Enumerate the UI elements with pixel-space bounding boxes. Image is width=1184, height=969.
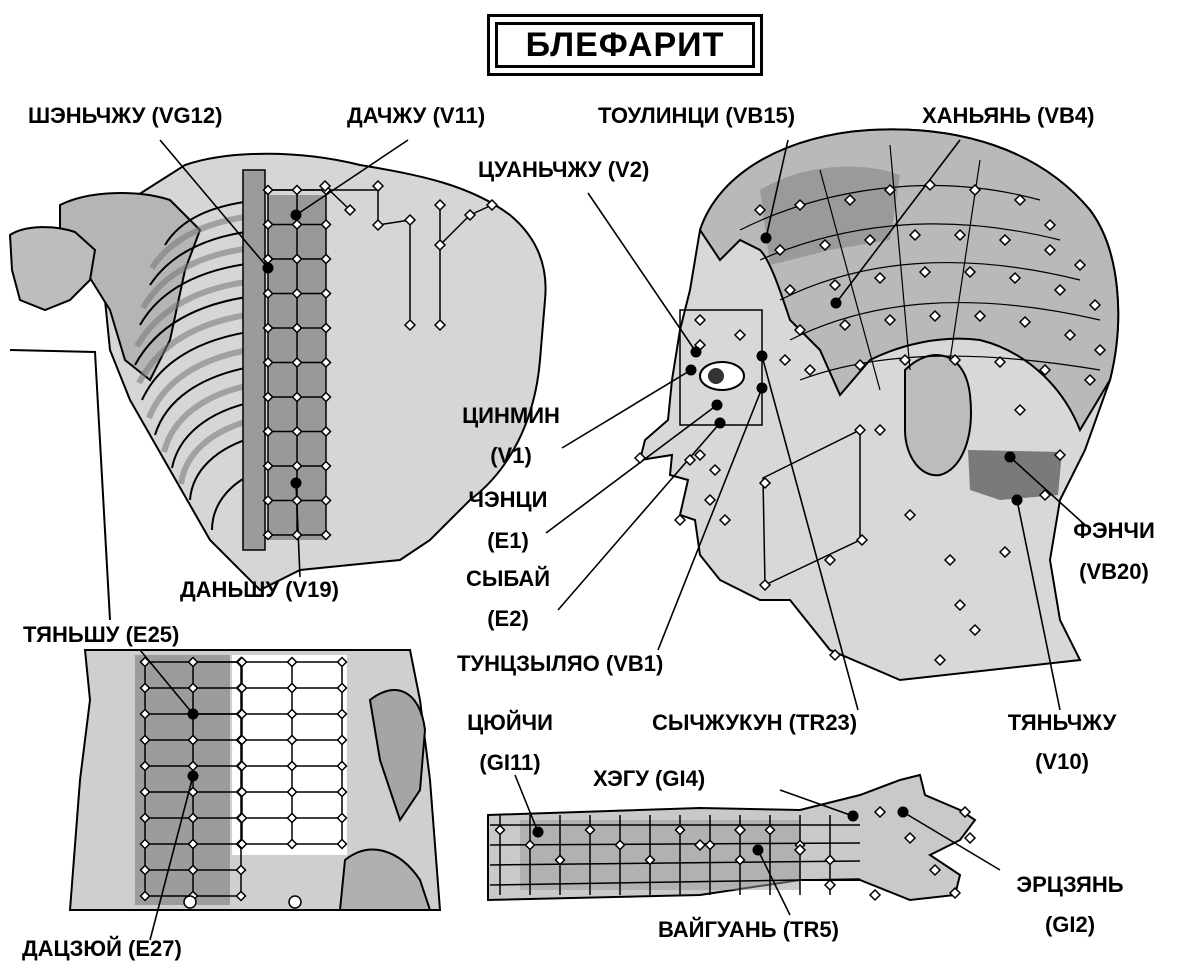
label-khegu: ХЭГУ (GI4) bbox=[593, 766, 705, 792]
label-tyanchzhu-name: ТЯНЬЧЖУ bbox=[987, 710, 1137, 736]
label-dactszyui: ДАЦЗЮЙ (E27) bbox=[22, 936, 182, 962]
label-fenchi-code: (VB20) bbox=[1054, 559, 1174, 585]
khegu-point bbox=[848, 811, 859, 822]
label-sychzhukun: СЫЧЖУКУН (TR23) bbox=[652, 710, 857, 736]
label-danshu: ДАНЬШУ (V19) bbox=[180, 577, 339, 603]
tyanchzhu-point bbox=[1012, 495, 1023, 506]
label-fenchi-name: ФЭНЧИ bbox=[1054, 518, 1174, 544]
label-sybai-name: СЫБАЙ bbox=[463, 566, 553, 592]
label-chentsi-code: (E1) bbox=[463, 528, 553, 554]
label-ertszyan-code: (GI2) bbox=[990, 912, 1150, 938]
minor-point-marker bbox=[870, 890, 880, 900]
tsuanchzhu-point bbox=[691, 347, 702, 358]
fenchi-point bbox=[1005, 452, 1016, 463]
leader-line bbox=[588, 193, 696, 352]
crossed-point-marker bbox=[289, 896, 301, 908]
minor-point-marker bbox=[825, 880, 835, 890]
ertszyan-point bbox=[898, 807, 909, 818]
label-tuntszylyao: ТУНЦЗЫЛЯО (VB1) bbox=[457, 651, 663, 677]
label-ertszyan-name: ЭРЦЗЯНЬ bbox=[990, 872, 1150, 898]
label-tsyuichi-code: (GI11) bbox=[455, 750, 565, 776]
label-tyanchzhu-code: (V10) bbox=[987, 749, 1137, 775]
label-vaiguan: ВАЙГУАНЬ (TR5) bbox=[658, 917, 839, 943]
crossed-point-marker bbox=[184, 896, 196, 908]
label-toulintsi: ТОУЛИНЦИ (VB15) bbox=[598, 103, 795, 129]
label-tsuanchzhu: ЦУАНЬЧЖУ (V2) bbox=[478, 157, 649, 183]
label-tyanshu: ТЯНЬШУ (E25) bbox=[23, 622, 179, 648]
sychzhukun-point bbox=[757, 351, 768, 362]
tsyuichi-point bbox=[533, 827, 544, 838]
danshu-point bbox=[291, 478, 302, 489]
label-tsinmin-name: ЦИНМИН bbox=[461, 403, 561, 429]
tuntszylyao-point bbox=[757, 383, 768, 394]
label-khanyan: ХАНЬЯНЬ (VB4) bbox=[922, 103, 1095, 129]
tsinmin-point bbox=[686, 365, 697, 376]
dachzhu-point bbox=[291, 210, 302, 221]
page-title: БЛЕФАРИТ bbox=[495, 22, 755, 68]
title-frame: БЛЕФАРИТ bbox=[487, 14, 763, 76]
tyanshu-point bbox=[188, 709, 199, 720]
dactszyui-point bbox=[188, 771, 199, 782]
shenchzhu-point bbox=[263, 263, 274, 274]
chentsi-point bbox=[712, 400, 723, 411]
khanyan-point bbox=[831, 298, 842, 309]
label-tsinmin-code: (V1) bbox=[461, 443, 561, 469]
vaiguan-point bbox=[753, 845, 764, 856]
sybai-point bbox=[715, 418, 726, 429]
label-shenchzhu: ШЭНЬЧЖУ (VG12) bbox=[28, 103, 222, 129]
toulintsi-point bbox=[761, 233, 772, 244]
label-dachzhu: ДАЧЖУ (V11) bbox=[347, 103, 485, 129]
label-chentsi-name: ЧЭНЦИ bbox=[463, 487, 553, 513]
label-sybai-code: (E2) bbox=[463, 606, 553, 632]
label-tsyuichi-name: ЦЮЙЧИ bbox=[455, 710, 565, 736]
minor-point-marker bbox=[965, 833, 975, 843]
abdomen-illustration bbox=[70, 650, 440, 910]
